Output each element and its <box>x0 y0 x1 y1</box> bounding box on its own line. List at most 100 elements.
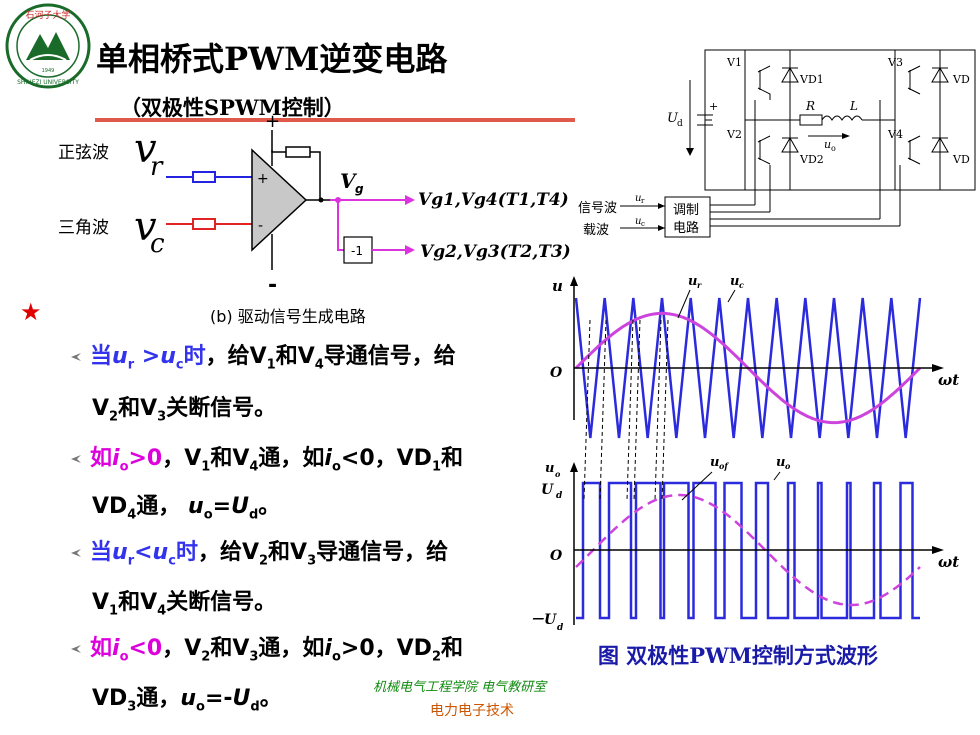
vd1-label: VD1 <box>799 73 824 86</box>
vr-symbol: v <box>134 126 157 172</box>
vc-sub: c <box>150 229 165 259</box>
v3-label: V3 <box>887 56 903 69</box>
output-gate-1-4: Vg1,Vg4(T1,T4) <box>418 190 569 210</box>
drive-circuit-caption: (b) 驱动信号生成电路 <box>210 307 366 326</box>
supply-minus: - <box>268 273 277 298</box>
bottom-wt-label: ωt <box>938 553 959 571</box>
feedback-resistor <box>285 146 311 158</box>
ur-sub: r <box>641 197 645 205</box>
comparator-opamp <box>251 148 308 252</box>
bullet-arrow-icon <box>71 455 81 463</box>
l-label: L <box>849 99 858 113</box>
signal-wave-label: 信号波 <box>578 201 617 216</box>
footer-department: 机械电气工程学院 电气教研室 <box>373 680 547 695</box>
projection-dash-line <box>583 319 591 501</box>
uc-wave-sub: c <box>739 280 744 290</box>
v2-label: V2 <box>726 128 742 141</box>
top-origin-label: O <box>550 365 563 381</box>
page-title: 单相桥式PWM逆变电路 <box>96 40 448 78</box>
ur-label: u <box>635 193 641 204</box>
bullet-4-cont: VD3通，uo=-Ud。 <box>92 686 282 715</box>
pwm-output-wave <box>576 481 920 620</box>
bottom-origin-label: O <box>550 548 563 564</box>
bottom-waveform-plot <box>575 481 921 620</box>
ud-level-sub: d <box>556 491 563 501</box>
resistor-sine <box>192 171 216 183</box>
modulator-label-2: 电路 <box>673 220 699 236</box>
top-u-label: u <box>552 277 563 295</box>
bullet-3: 当ur<uc时，给V2和V3导通信号，给 <box>70 534 448 568</box>
bottom-uo-label: u <box>545 461 554 476</box>
v1-label: V1 <box>726 56 742 69</box>
bottom-uo-sub: o <box>555 469 561 479</box>
carrier-triangle-wave <box>574 297 922 439</box>
bullet-1-cont: V2和V3关断信号。 <box>92 396 277 425</box>
logo-text: 石河子大学 <box>25 9 70 21</box>
uc-sub: c <box>641 220 645 228</box>
uo-wave-sub: o <box>785 461 791 471</box>
carrier-wave-label: 载波 <box>583 223 609 238</box>
vr-sub: r <box>150 152 164 182</box>
uo-wave-label: u <box>776 455 785 470</box>
star-icon: ★ <box>20 298 42 326</box>
v4-label: V4 <box>887 128 903 141</box>
vc-symbol: v <box>134 204 157 250</box>
resistor-triangle <box>192 218 216 230</box>
bullet-1: 当ur >uc时，给V1和V4导通信号，给 <box>70 338 456 372</box>
vd2-label: VD2 <box>799 153 824 166</box>
vd3-label: VD <box>952 73 970 86</box>
bullet-2-cont: VD4通， uo=Ud。 <box>92 494 281 523</box>
projection-dash-line <box>599 319 607 501</box>
projection-dash-line <box>654 319 662 501</box>
bridge-circuit: U d + V1 V2 V3 V4 VD1 VD2 VD VD R L u o … <box>578 49 976 238</box>
top-wt-label: ωt <box>938 371 959 389</box>
vg-label: V <box>340 169 358 193</box>
vg-sub: g <box>355 182 364 196</box>
ur-wave-sub: r <box>697 280 702 290</box>
uc-label: u <box>635 216 641 227</box>
uo-label: u <box>824 138 831 151</box>
opamp-minus: - <box>258 218 263 234</box>
sine-label: 正弦波 <box>58 143 109 163</box>
uo-sub: o <box>831 144 836 153</box>
output-gate-2-3: Vg2,Vg3(T2,T3) <box>420 242 571 262</box>
uof-label: u <box>710 455 719 470</box>
bottom-y-arrow <box>570 462 578 472</box>
fundamental-uof-wave <box>575 493 921 607</box>
neg-ud-level-sub: d <box>557 623 564 633</box>
logo-year: 1949 <box>42 68 55 74</box>
university-logo: 石河子大学 SHIHEZI UNIVERSITY 1949 <box>5 3 91 89</box>
inverter-block <box>343 236 373 264</box>
pwm-waveform-figure: u O ωt u r u c u o U d O ωt －U d u of u … <box>530 274 959 633</box>
title-rule <box>95 118 575 122</box>
ud-sub: d <box>677 119 683 129</box>
top-y-arrow <box>570 276 578 286</box>
vd4-label: VD <box>952 153 970 166</box>
footer-course: 电力电子技术 <box>430 703 514 719</box>
projection-dash-line <box>626 319 634 501</box>
bullet-2: 如io>0，V1和V4通，如io<0，VD1和 <box>70 440 463 474</box>
top-x-arrow <box>932 364 944 372</box>
supply-plus: + <box>265 111 280 132</box>
projection-dash-line <box>633 319 641 501</box>
neg-ud-level-label: －U <box>530 612 557 628</box>
triangle-label: 三角波 <box>58 218 109 238</box>
drive-signal-circuit: 正弦波 三角波 v r v c + - + - -1 V g Vg1,Vg4(T… <box>58 111 571 298</box>
uof-sub: of <box>719 461 729 471</box>
bullet-arrow-icon <box>71 353 81 361</box>
figure-caption: 图 双极性PWM控制方式波形 <box>598 643 878 668</box>
uc-wave-label: u <box>730 274 739 289</box>
bullet-arrow-icon <box>71 645 81 653</box>
modulator-label-1: 调制 <box>673 203 699 218</box>
cap-plus: + <box>709 100 718 113</box>
bullet-arrow-icon <box>71 549 81 557</box>
projection-lines <box>583 319 669 501</box>
ur-wave-label: u <box>688 274 697 289</box>
inverter-label: -1 <box>351 244 363 258</box>
bottom-x-arrow <box>932 546 944 554</box>
ud-level-label: U <box>541 482 554 498</box>
page-subtitle: （双极性SPWM控制） <box>120 95 345 120</box>
r-label: R <box>805 99 815 113</box>
ud-label: U <box>667 111 679 126</box>
bullet-3-cont: V1和V4关断信号。 <box>92 590 277 619</box>
